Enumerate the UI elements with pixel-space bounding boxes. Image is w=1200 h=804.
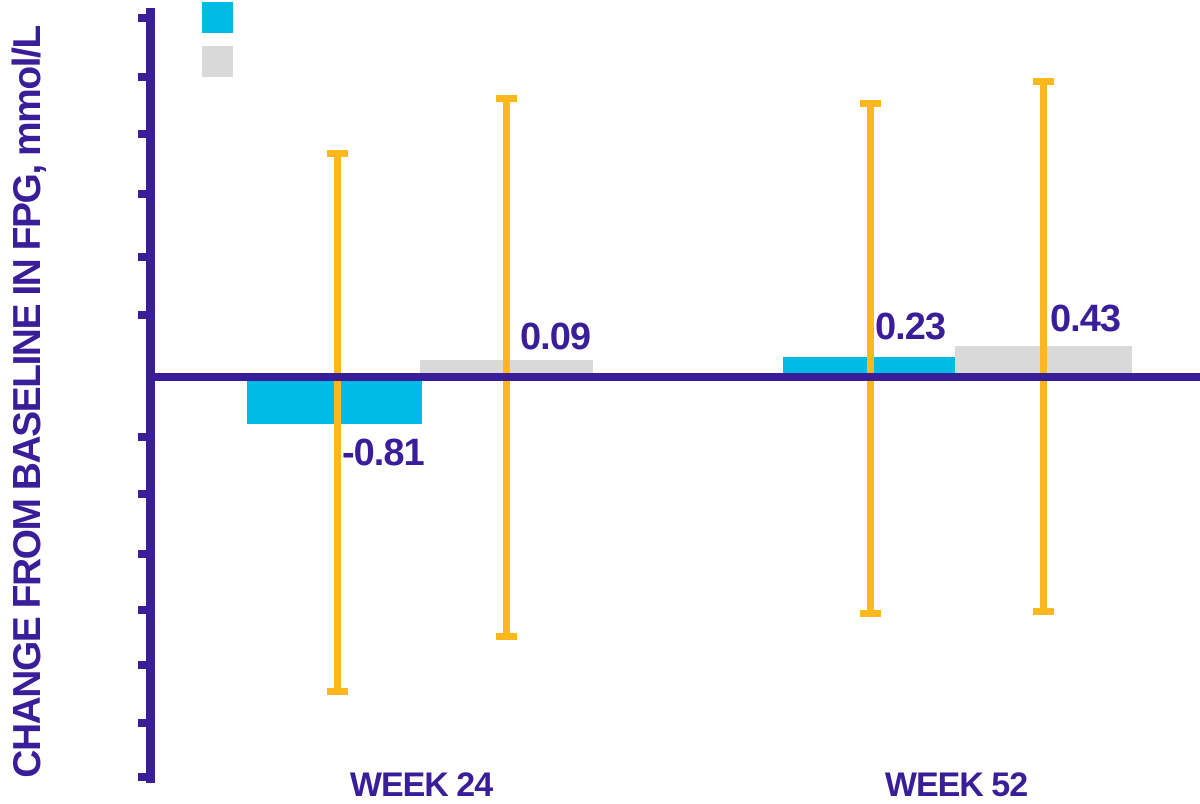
y-axis-tick xyxy=(138,130,151,138)
baseline-zero-line xyxy=(146,373,1200,381)
value-label-week52-gray: 0.43 xyxy=(1050,298,1121,340)
y-axis-tick xyxy=(138,661,151,669)
value-label-week24-cyan: -0.81 xyxy=(342,432,425,474)
error-bar-cap-bottom xyxy=(1033,608,1054,615)
category-label-week24: WEEK 24 xyxy=(349,766,493,804)
legend-swatch-gray xyxy=(202,46,233,77)
error-bar-cap-bottom xyxy=(496,633,517,640)
value-label-week52-cyan: 0.23 xyxy=(875,306,946,348)
y-axis-line xyxy=(146,8,155,783)
value-label-week24-gray: 0.09 xyxy=(520,316,591,358)
y-axis-title: CHANGE FROM BASELINE IN FPG, mmol/L xyxy=(6,26,49,778)
error-bar-line xyxy=(1040,78,1047,615)
y-axis-tick xyxy=(138,73,151,81)
error-bar-line xyxy=(867,100,874,617)
y-axis-tick xyxy=(138,433,151,441)
y-axis-tick xyxy=(138,490,151,498)
y-axis-tick xyxy=(138,14,151,22)
y-axis-end-tick xyxy=(138,773,151,781)
category-label-week52: WEEK 52 xyxy=(884,766,1028,804)
error-bar-cap-bottom xyxy=(327,688,348,695)
error-bar-week24-gray xyxy=(496,95,517,640)
error-bar-cap-bottom xyxy=(860,610,881,617)
error-bar-week52-cyan xyxy=(860,100,881,617)
y-axis-tick xyxy=(138,606,151,614)
error-bar-week52-gray xyxy=(1033,78,1054,615)
legend-swatch-cyan xyxy=(202,2,233,33)
y-axis-tick xyxy=(138,550,151,558)
error-bar-line xyxy=(503,95,510,640)
y-axis-tick xyxy=(138,190,151,198)
y-axis-tick xyxy=(138,719,151,727)
y-axis-tick xyxy=(138,311,151,319)
error-bar-week24-cyan xyxy=(327,150,348,695)
y-axis-tick xyxy=(138,253,151,261)
error-bar-line xyxy=(334,150,341,695)
